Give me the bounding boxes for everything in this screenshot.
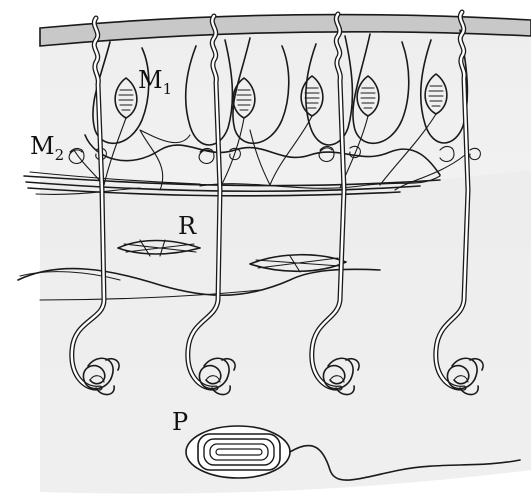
label-r: R (178, 212, 197, 240)
label-p: P (172, 408, 188, 436)
